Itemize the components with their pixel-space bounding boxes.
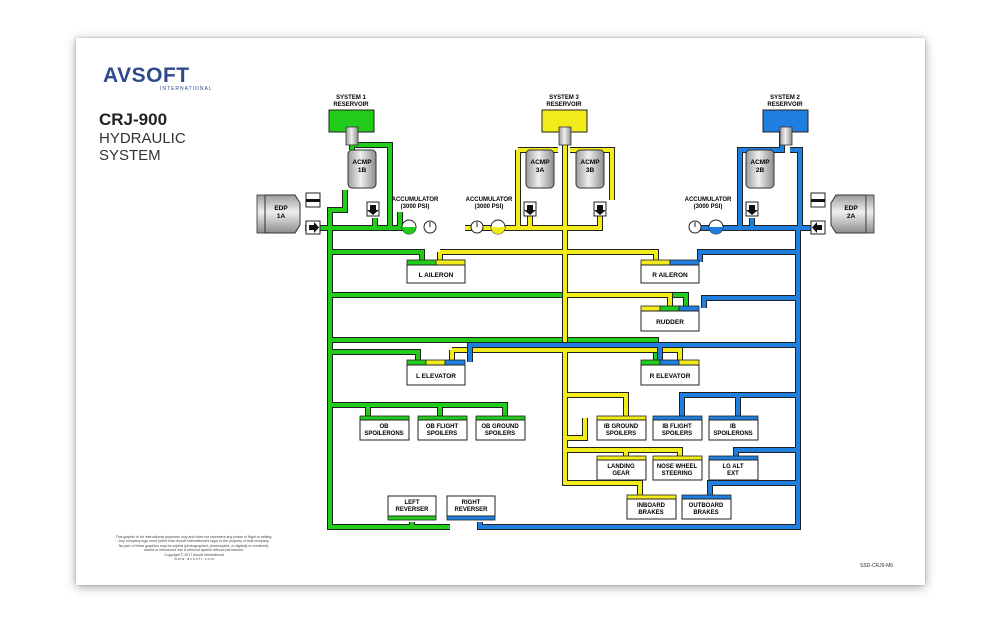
- svg-text:(3000 PSI): (3000 PSI): [401, 204, 430, 210]
- svg-text:IB: IB: [730, 424, 737, 430]
- svg-text:R AILERON: R AILERON: [652, 272, 688, 279]
- svg-text:LANDING: LANDING: [607, 464, 635, 470]
- check-valve-icon: [746, 205, 758, 215]
- acmp-1b: ACMP 1B: [347, 149, 380, 217]
- ib-ground-spoilers: IB GROUND SPOILERS: [596, 415, 647, 441]
- svg-text:3B: 3B: [586, 167, 595, 174]
- l-elevator-actuator: L ELEVATOR: [406, 359, 466, 386]
- landing-gear: LANDING GEAR: [596, 455, 647, 481]
- svg-text:SPOILERONS: SPOILERONS: [713, 431, 752, 437]
- nose-wheel-steering: NOSE WHEEL STEERING: [652, 455, 703, 481]
- svg-text:LEFT: LEFT: [405, 500, 420, 506]
- svg-text:IB FLIGHT: IB FLIGHT: [662, 424, 692, 430]
- svg-text:2A: 2A: [847, 213, 856, 220]
- check-valve-icon: [812, 222, 822, 233]
- system1-lines-fill: [305, 130, 688, 529]
- system3-reservoir: SYSTEM 3 RESERVOIR: [541, 95, 588, 146]
- right-reverser: RIGHT REVERSER: [446, 495, 496, 521]
- svg-text:OUTBOARD: OUTBOARD: [689, 503, 724, 509]
- svg-text:3A: 3A: [536, 167, 545, 174]
- ob-flight-spoilers: OB FLIGHT SPOILERS: [417, 415, 468, 441]
- ib-flight-spoilers: IB FLIGHT SPOILERS: [652, 415, 703, 441]
- svg-text:1B: 1B: [358, 167, 367, 174]
- svg-text:1A: 1A: [277, 213, 286, 220]
- svg-text:REVERSER: REVERSER: [395, 507, 429, 513]
- svg-text:RESERVOIR: RESERVOIR: [546, 102, 582, 108]
- svg-text:SPOILERS: SPOILERS: [485, 431, 515, 437]
- ib-spoilerons: IB SPOILERONS: [708, 415, 759, 441]
- svg-text:ACCUMULATOR: ACCUMULATOR: [466, 197, 513, 203]
- ob-spoilerons: OB SPOILERONS: [359, 415, 410, 441]
- svg-text:RESERVOIR: RESERVOIR: [767, 102, 803, 108]
- svg-text:SPOILERS: SPOILERS: [427, 431, 457, 437]
- svg-text:RESERVOIR: RESERVOIR: [333, 102, 369, 108]
- svg-text:(3000 PSI): (3000 PSI): [694, 204, 723, 210]
- acmp-2b: ACMP 2B: [745, 149, 775, 217]
- check-valve-icon: [367, 205, 379, 215]
- svg-text:RUDDER: RUDDER: [656, 319, 684, 326]
- check-valve-icon: [524, 205, 536, 215]
- edp-2a: EDP 2A: [810, 192, 875, 235]
- svg-text:ACMP: ACMP: [750, 159, 770, 166]
- svg-text:INBOARD: INBOARD: [637, 503, 666, 509]
- avsoft-logo: AVSOFT: [103, 64, 190, 87]
- svg-text:EDP: EDP: [274, 205, 288, 212]
- document-id: SSD-CRJ9-M6: [860, 563, 894, 569]
- inboard-brakes: INBOARD BRAKES: [626, 494, 677, 520]
- svg-text:SPOILERS: SPOILERS: [606, 431, 636, 437]
- svg-text:SYSTEM 2: SYSTEM 2: [770, 95, 800, 101]
- svg-text:R ELEVATOR: R ELEVATOR: [650, 373, 691, 380]
- svg-text:ACCUMULATOR: ACCUMULATOR: [392, 197, 439, 203]
- acmp-3b: ACMP 3B: [575, 149, 607, 217]
- acmp-3a: ACMP 3A: [523, 149, 555, 217]
- svg-text:LG ALT: LG ALT: [723, 464, 744, 470]
- svg-text:SPOILERS: SPOILERS: [662, 431, 692, 437]
- lg-alt-ext: LG ALT EXT: [708, 455, 759, 481]
- svg-text:L ELEVATOR: L ELEVATOR: [416, 373, 456, 380]
- ob-ground-spoilers: OB GROUND SPOILERS: [475, 415, 526, 441]
- l-aileron-actuator: L AILERON: [406, 259, 466, 284]
- svg-text:SPOILERONS: SPOILERONS: [364, 431, 403, 437]
- svg-text:ACMP: ACMP: [352, 159, 372, 166]
- page-subtitle: HYDRAULIC SYSTEM: [99, 130, 186, 164]
- r-aileron-actuator: R AILERON: [640, 259, 700, 284]
- svg-text:BRAKES: BRAKES: [638, 510, 663, 516]
- footer-disclaimer: This graphic is for instructional purpos…: [115, 535, 273, 562]
- edp-1a: EDP 1A: [256, 192, 321, 235]
- page-title: CRJ-900: [99, 110, 168, 129]
- left-reverser: LEFT REVERSER: [387, 495, 437, 521]
- svg-text:ACCUMULATOR: ACCUMULATOR: [685, 197, 732, 203]
- svg-text:STEERING: STEERING: [662, 471, 693, 477]
- svg-text:NOSE WHEEL: NOSE WHEEL: [657, 464, 698, 470]
- svg-text:SYSTEM 1: SYSTEM 1: [336, 95, 366, 101]
- svg-text:EXT: EXT: [727, 471, 739, 477]
- svg-text:ACMP: ACMP: [580, 159, 600, 166]
- accumulator-system2: ACCUMULATOR (3000 PSI): [685, 197, 732, 235]
- svg-text:EDP: EDP: [844, 205, 858, 212]
- svg-text:RIGHT: RIGHT: [462, 500, 481, 506]
- avsoft-logo-tagline: INTERNATIONAL: [160, 86, 213, 92]
- r-elevator-actuator: R ELEVATOR: [640, 359, 700, 386]
- svg-text:SYSTEM 3: SYSTEM 3: [549, 95, 579, 101]
- svg-text:ACMP: ACMP: [530, 159, 550, 166]
- check-valve-icon: [594, 205, 606, 215]
- accumulator-system3: ACCUMULATOR (3000 PSI): [466, 197, 513, 235]
- accumulator-system1: ACCUMULATOR (3000 PSI): [392, 197, 439, 235]
- svg-text:REVERSER: REVERSER: [454, 507, 488, 513]
- svg-text:IB GROUND: IB GROUND: [604, 424, 639, 430]
- system2-reservoir: SYSTEM 2 RESERVOIR: [762, 95, 809, 146]
- check-valve-icon: [309, 222, 319, 233]
- rudder-actuator: RUDDER: [640, 305, 700, 332]
- svg-text:2B: 2B: [756, 167, 765, 174]
- system1-reservoir: SYSTEM 1 RESERVOIR: [328, 95, 375, 146]
- svg-text:BRAKES: BRAKES: [693, 510, 718, 516]
- svg-text:(3000 PSI): (3000 PSI): [475, 204, 504, 210]
- svg-text:L AILERON: L AILERON: [419, 272, 454, 279]
- svg-text:OB FLIGHT: OB FLIGHT: [426, 424, 459, 430]
- svg-text:GEAR: GEAR: [612, 471, 630, 477]
- svg-text:OB GROUND: OB GROUND: [481, 424, 519, 430]
- outboard-brakes: OUTBOARD BRAKES: [681, 494, 732, 520]
- svg-text:OB: OB: [380, 424, 390, 430]
